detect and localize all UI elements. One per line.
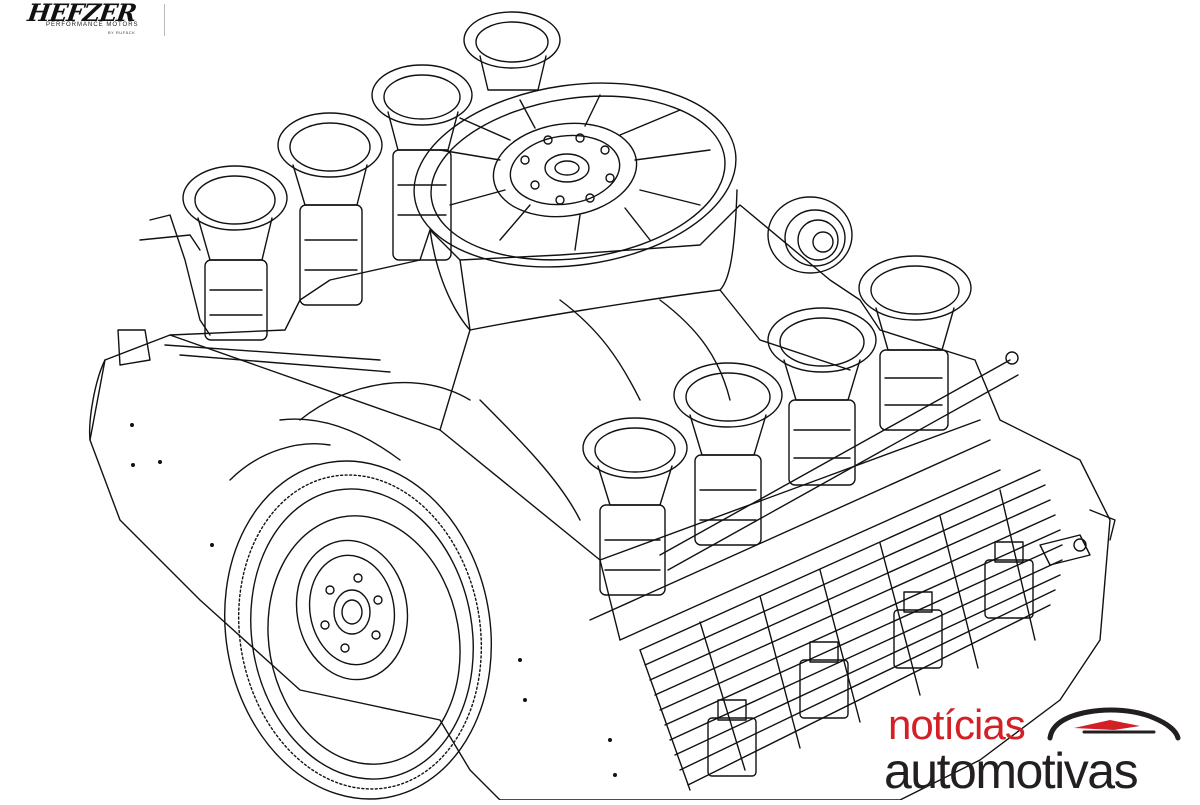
brand-logo: HEFZER PERFORMANCE MOTORS BY RUFÄCK [22,0,167,40]
ignition-coils [707,541,1034,777]
left-intake-bank [117,11,561,373]
engine-housing [89,204,1111,801]
drive-pulley [767,196,853,274]
watermark-line2: automotivas [884,743,1139,799]
housing-rivets [130,423,617,777]
flywheel [223,418,493,800]
site-watermark: notícias automotivas [880,700,1200,800]
watermark-line1: notícias [888,701,1026,748]
car-silhouette-icon [1047,707,1181,741]
logo-divider [164,4,165,36]
logo-byline: BY RUFÄCK [108,30,136,35]
cylinder-fins [639,469,1063,791]
logo-tagline: PERFORMANCE MOTORS [46,22,139,28]
right-intake-bank [582,255,1019,621]
cooling-fan [413,82,738,331]
